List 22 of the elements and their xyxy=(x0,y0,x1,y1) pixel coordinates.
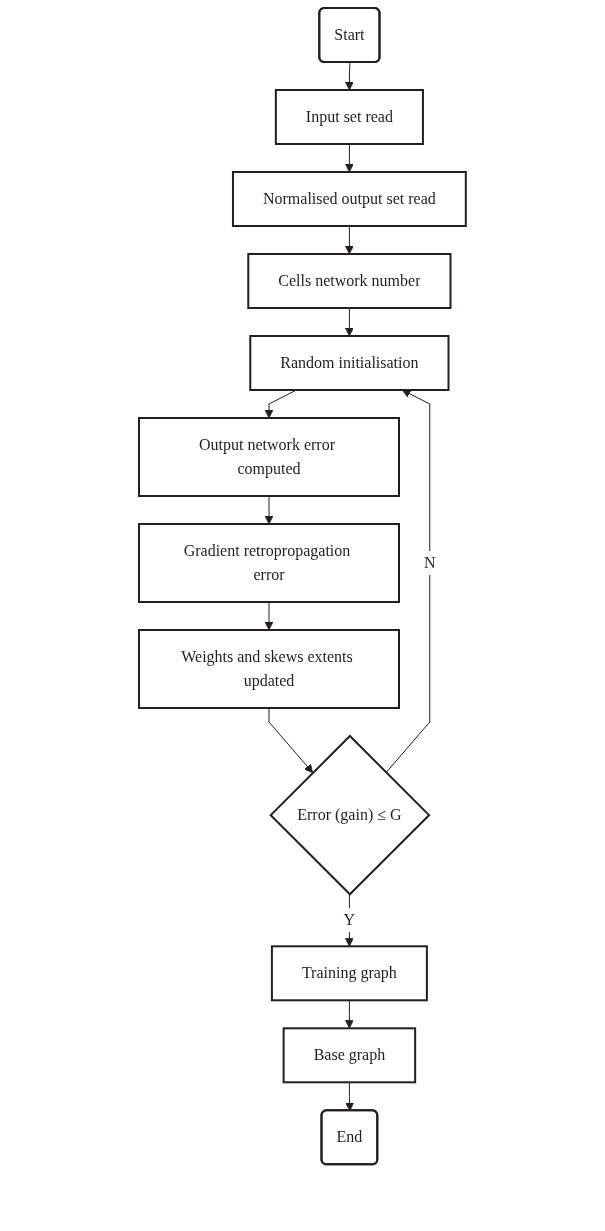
arrow xyxy=(385,389,431,774)
node-box: Normalised output set read xyxy=(232,171,467,227)
node-box: Training graph xyxy=(271,945,428,1002)
arrow xyxy=(264,601,274,631)
node-box: Output network error computed xyxy=(138,417,401,497)
arrow xyxy=(345,307,354,337)
arrow xyxy=(345,1081,355,1112)
node-box: Gradient retropropagation error xyxy=(138,523,401,603)
arrow xyxy=(345,999,354,1029)
node-box: Weights and skews extents updated xyxy=(138,629,401,709)
arrow xyxy=(345,62,354,91)
node-diamond: Error (gain) ≤ G xyxy=(269,734,431,896)
node-box: Random initialisation xyxy=(249,335,450,391)
arrow xyxy=(345,225,354,255)
arrow xyxy=(268,707,314,774)
arrow xyxy=(264,495,274,525)
node-box: Cells network number xyxy=(247,253,452,309)
edge-label: N xyxy=(424,554,436,571)
arrow xyxy=(345,143,354,173)
edge-label: Y xyxy=(343,911,356,929)
node-box: Input set read xyxy=(274,89,424,145)
node-box: Base graph xyxy=(282,1027,417,1084)
